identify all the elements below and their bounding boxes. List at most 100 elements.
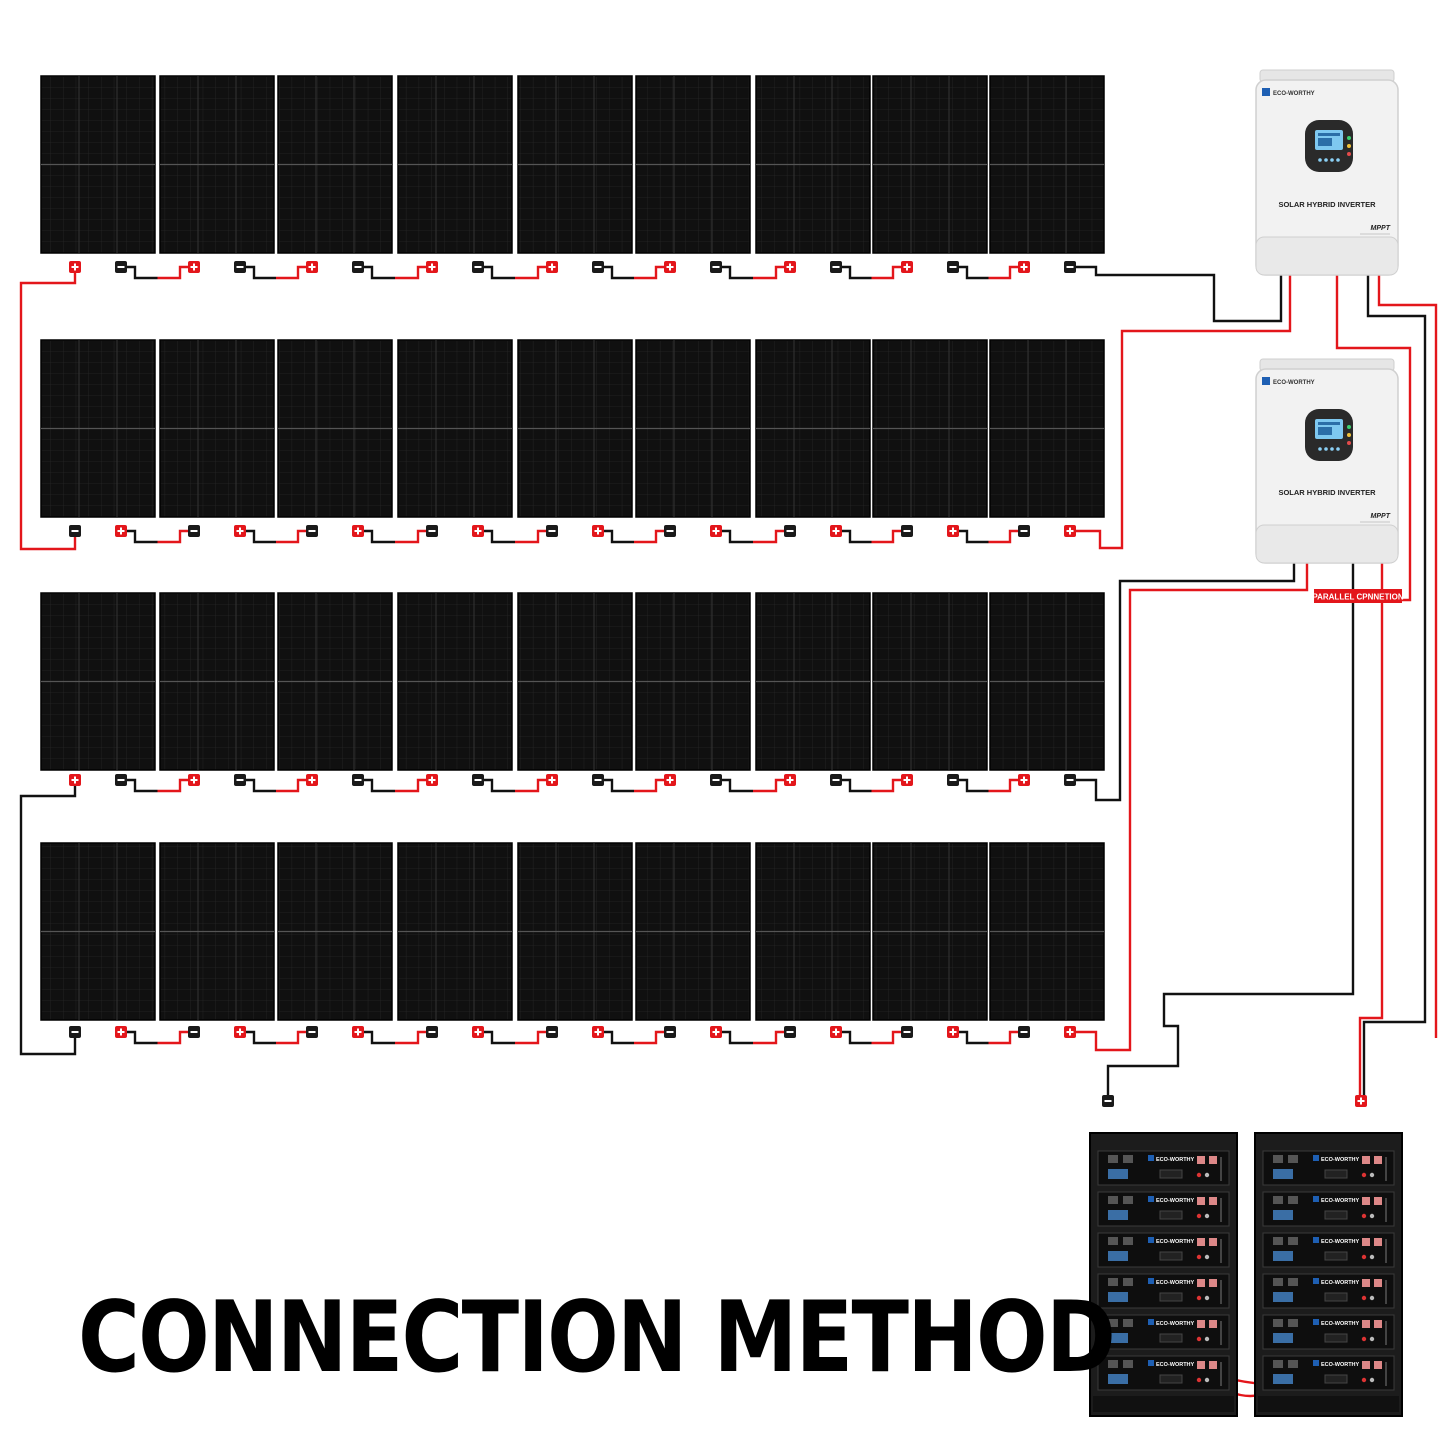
port-icon (1159, 1333, 1183, 1343)
negative-terminal-icon (69, 1026, 81, 1038)
solar-panel (872, 592, 988, 771)
brand-logo-icon (1313, 1196, 1319, 1202)
solar-panel (872, 842, 988, 1021)
solar-panel (635, 75, 751, 254)
switch-icon (1273, 1360, 1283, 1368)
negative-terminal-icon (234, 261, 246, 273)
positive-terminal-icon (947, 1026, 959, 1038)
switch-icon (1273, 1155, 1283, 1163)
negative-terminal-icon (69, 525, 81, 537)
terminal-icon (1374, 1279, 1382, 1287)
terminal-icon (1209, 1197, 1217, 1205)
mppt-tag: MPPT (1371, 225, 1391, 232)
mppt-tag: MPPT (1371, 513, 1391, 520)
parallel-connection-label: PARALLEL CPNNETION (1312, 589, 1404, 603)
negative-terminal-icon (784, 1026, 796, 1038)
solar-panel (989, 592, 1105, 771)
negative-cable (364, 778, 395, 793)
negative-cable (364, 529, 395, 544)
solar-panel (517, 339, 633, 518)
brand-logo-icon (1148, 1196, 1154, 1202)
negative-cable (484, 778, 515, 793)
negative-cable (19, 786, 77, 1056)
solar-panel (397, 339, 513, 518)
negative-terminal-icon (947, 774, 959, 786)
battery-brand: ECO-WORTHY (1321, 1157, 1360, 1163)
terminal-icon (1362, 1238, 1370, 1246)
negative-terminal-icon (1018, 1026, 1030, 1038)
positive-cable (1076, 562, 1309, 1052)
control-button (1324, 158, 1328, 162)
status-led (1196, 1377, 1202, 1383)
solar-panel (159, 75, 275, 254)
battery-brand: ECO-WORTHY (1156, 1239, 1195, 1245)
battery-module: ECO-WORTHY (1097, 1232, 1230, 1268)
solar-panel (635, 592, 751, 771)
inverter-label: SOLAR HYBRID INVERTER (1278, 488, 1376, 497)
negative-terminal-icon (546, 525, 558, 537)
inverter-label: SOLAR HYBRID INVERTER (1278, 200, 1376, 209)
positive-cable (988, 1030, 1018, 1045)
positive-terminal-icon (1018, 261, 1030, 273)
positive-terminal-icon (234, 1026, 246, 1038)
negative-cable (127, 265, 158, 280)
switch-icon (1288, 1196, 1298, 1204)
switch-icon (1273, 1278, 1283, 1286)
negative-terminal-icon (947, 261, 959, 273)
parallel-tag-bg (1314, 589, 1402, 603)
negative-terminal-icon (306, 1026, 318, 1038)
solar-panel (397, 842, 513, 1021)
brand-logo-icon (1313, 1319, 1319, 1325)
parallel-tag-text: PARALLEL CPNNETION (1312, 593, 1403, 602)
terminal-icon (1209, 1320, 1217, 1328)
negative-cable (959, 529, 989, 544)
solar-panel (989, 339, 1105, 518)
switch-icon (1273, 1237, 1283, 1245)
negative-terminal-icon (784, 525, 796, 537)
port-icon (1159, 1251, 1183, 1261)
negative-terminal-icon (1064, 261, 1076, 273)
positive-terminal-icon (947, 525, 959, 537)
negative-cable (722, 529, 753, 544)
positive-cable (634, 778, 664, 793)
negative-terminal-icon (546, 1026, 558, 1038)
battery-brand: ECO-WORTHY (1321, 1321, 1360, 1327)
positive-terminal-icon (1064, 1026, 1076, 1038)
port-icon (1324, 1292, 1348, 1302)
positive-terminal-icon (426, 774, 438, 786)
status-led (1347, 433, 1351, 437)
status-led (1347, 441, 1351, 445)
negative-cable (364, 265, 395, 280)
battery-module: ECO-WORTHY (1262, 1191, 1395, 1227)
solar-panel (755, 75, 871, 254)
positive-cable (871, 1030, 901, 1045)
solar-panel (872, 339, 988, 518)
status-led (1204, 1213, 1210, 1219)
terminal-icon (1197, 1320, 1205, 1328)
terminal-icon (1197, 1361, 1205, 1369)
battery-module: ECO-WORTHY (1097, 1314, 1230, 1350)
switch-icon (1108, 1360, 1118, 1368)
terminal-icon (1362, 1156, 1370, 1164)
negative-cable (1076, 265, 1283, 323)
port-icon (1324, 1251, 1348, 1261)
negative-terminal-icon (234, 774, 246, 786)
positive-cable (871, 265, 901, 280)
negative-terminal-icon (472, 774, 484, 786)
battery-module: ECO-WORTHY (1097, 1150, 1230, 1186)
brand-logo-icon (1262, 88, 1270, 96)
terminal-icon (1374, 1156, 1382, 1164)
battery-brand: ECO-WORTHY (1156, 1280, 1195, 1286)
brand-logo-icon (1262, 377, 1270, 385)
switch-icon (1123, 1319, 1133, 1327)
negative-terminal-icon (901, 525, 913, 537)
negative-cable (1362, 275, 1427, 1098)
status-led (1347, 425, 1351, 429)
negative-terminal-icon (592, 261, 604, 273)
status-led (1204, 1336, 1210, 1342)
positive-cable (753, 265, 784, 280)
positive-terminal-icon (306, 774, 318, 786)
positive-terminal-icon (546, 261, 558, 273)
terminal-icon (1374, 1320, 1382, 1328)
negative-cable (959, 1030, 989, 1045)
